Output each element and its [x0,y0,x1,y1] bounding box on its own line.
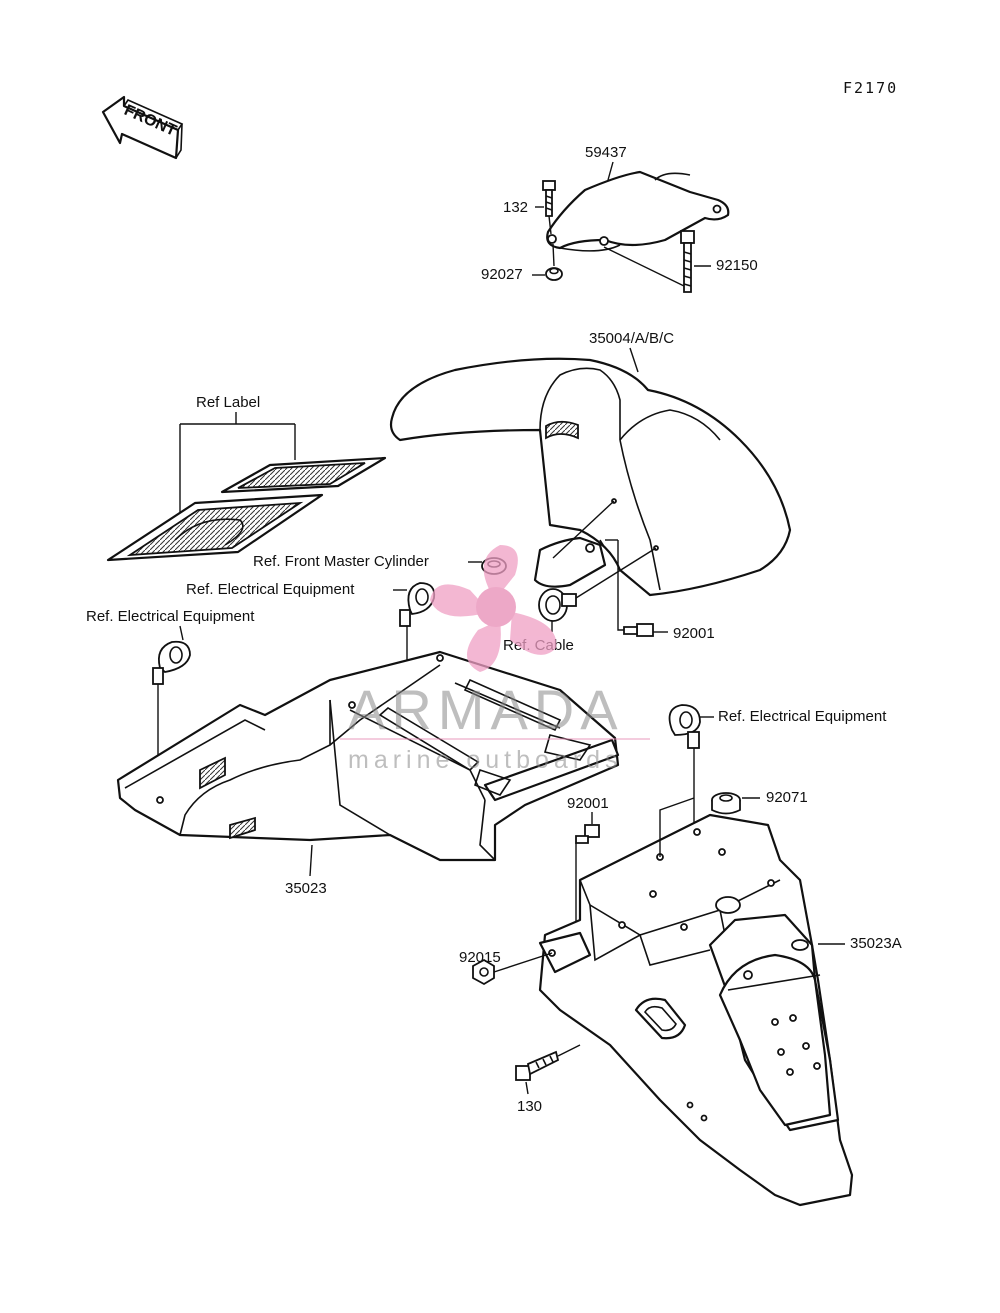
ref-label-decal-lower [106,493,324,562]
front-fender-35004 [389,357,792,597]
label-92015: 92015 [459,949,501,966]
grommet-cable [538,588,577,622]
label-59437: 59437 [585,144,627,161]
label-92001-upper: 92001 [673,625,715,642]
label-ref-front-master-cylinder: Ref. Front Master Cylinder [253,553,429,570]
label-ref-label: Ref Label [196,394,260,411]
clamp-electrical-3 [668,704,701,749]
nut-92015 [472,958,495,986]
bolt-130 [515,1050,560,1081]
rear-fender-35023A [538,813,854,1207]
label-ref-electrical-equipment-1: Ref. Electrical Equipment [186,581,355,598]
bolt-92001-upper [623,623,654,637]
bolt-92150 [680,230,695,293]
label-92001-lower: 92001 [567,795,609,812]
label-92071: 92071 [766,789,808,806]
watermark-brand: ARMADA [348,678,624,741]
label-92150: 92150 [716,257,758,274]
front-arrow-icon: FRONT [101,95,184,160]
label-ref-electrical-equipment-2: Ref. Electrical Equipment [86,608,255,625]
ref-label-decal-upper [220,456,387,494]
label-92027: 92027 [481,266,523,283]
watermark-logo-icon [430,545,557,672]
nut-92027 [545,267,563,281]
label-35023: 35023 [285,880,327,897]
cover-59437 [546,170,730,252]
label-35004: 35004/A/B/C [589,330,674,347]
label-35023A: 35023A [850,935,902,952]
label-ref-electrical-equipment-3: Ref. Electrical Equipment [718,708,887,725]
bolt-92001-lower [575,824,600,844]
figure-code: F2170 [843,79,898,97]
grommet-92071 [711,792,741,815]
label-132: 132 [503,199,528,216]
clamp-electrical-2 [152,640,191,685]
rear-inner-fender-35023 [116,650,620,862]
label-130: 130 [517,1098,542,1115]
watermark-tagline: marine outboards [348,746,623,774]
clamp-electrical-1 [399,582,436,627]
bolt-132 [542,180,556,217]
